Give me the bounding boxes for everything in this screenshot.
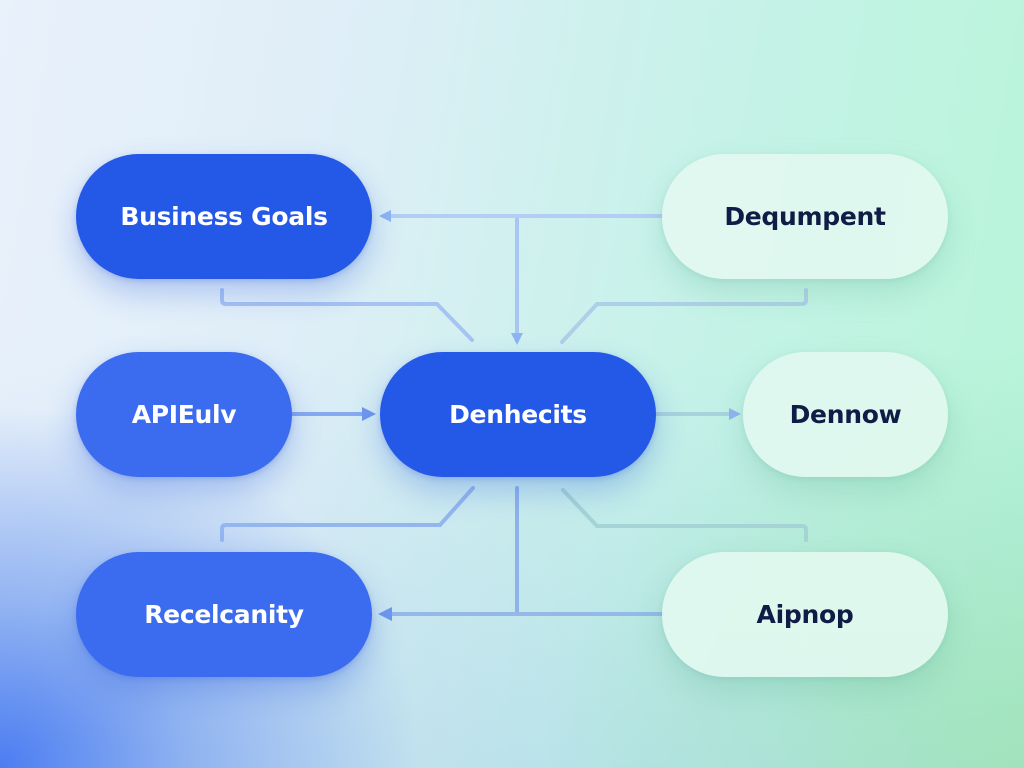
edge-denhecits-to-aipnop — [561, 488, 808, 542]
node-recelcanity[interactable]: Recelcanity — [76, 552, 372, 677]
node-business-goals[interactable]: Business Goals — [76, 154, 372, 279]
node-apieulv[interactable]: APIEulv — [76, 352, 292, 477]
node-aipnop[interactable]: Aipnop — [662, 552, 948, 677]
edge-denhecits-to-recelcanity — [220, 486, 475, 542]
node-denhecits[interactable]: Denhecits — [380, 352, 656, 477]
node-label: APIEulv — [131, 400, 237, 429]
node-label: Business Goals — [120, 202, 328, 231]
node-dennow[interactable]: Dennow — [743, 352, 948, 477]
node-dequmpent[interactable]: Dequmpent — [662, 154, 948, 279]
edge-business-goals-to-denhecits — [220, 288, 474, 342]
node-label: Recelcanity — [144, 600, 304, 629]
edge-dequmpent-to-denhecits — [560, 288, 808, 344]
node-label: Dequmpent — [724, 202, 886, 231]
node-label: Dennow — [789, 400, 902, 429]
node-label: Denhecits — [449, 400, 587, 429]
node-label: Aipnop — [756, 600, 854, 629]
